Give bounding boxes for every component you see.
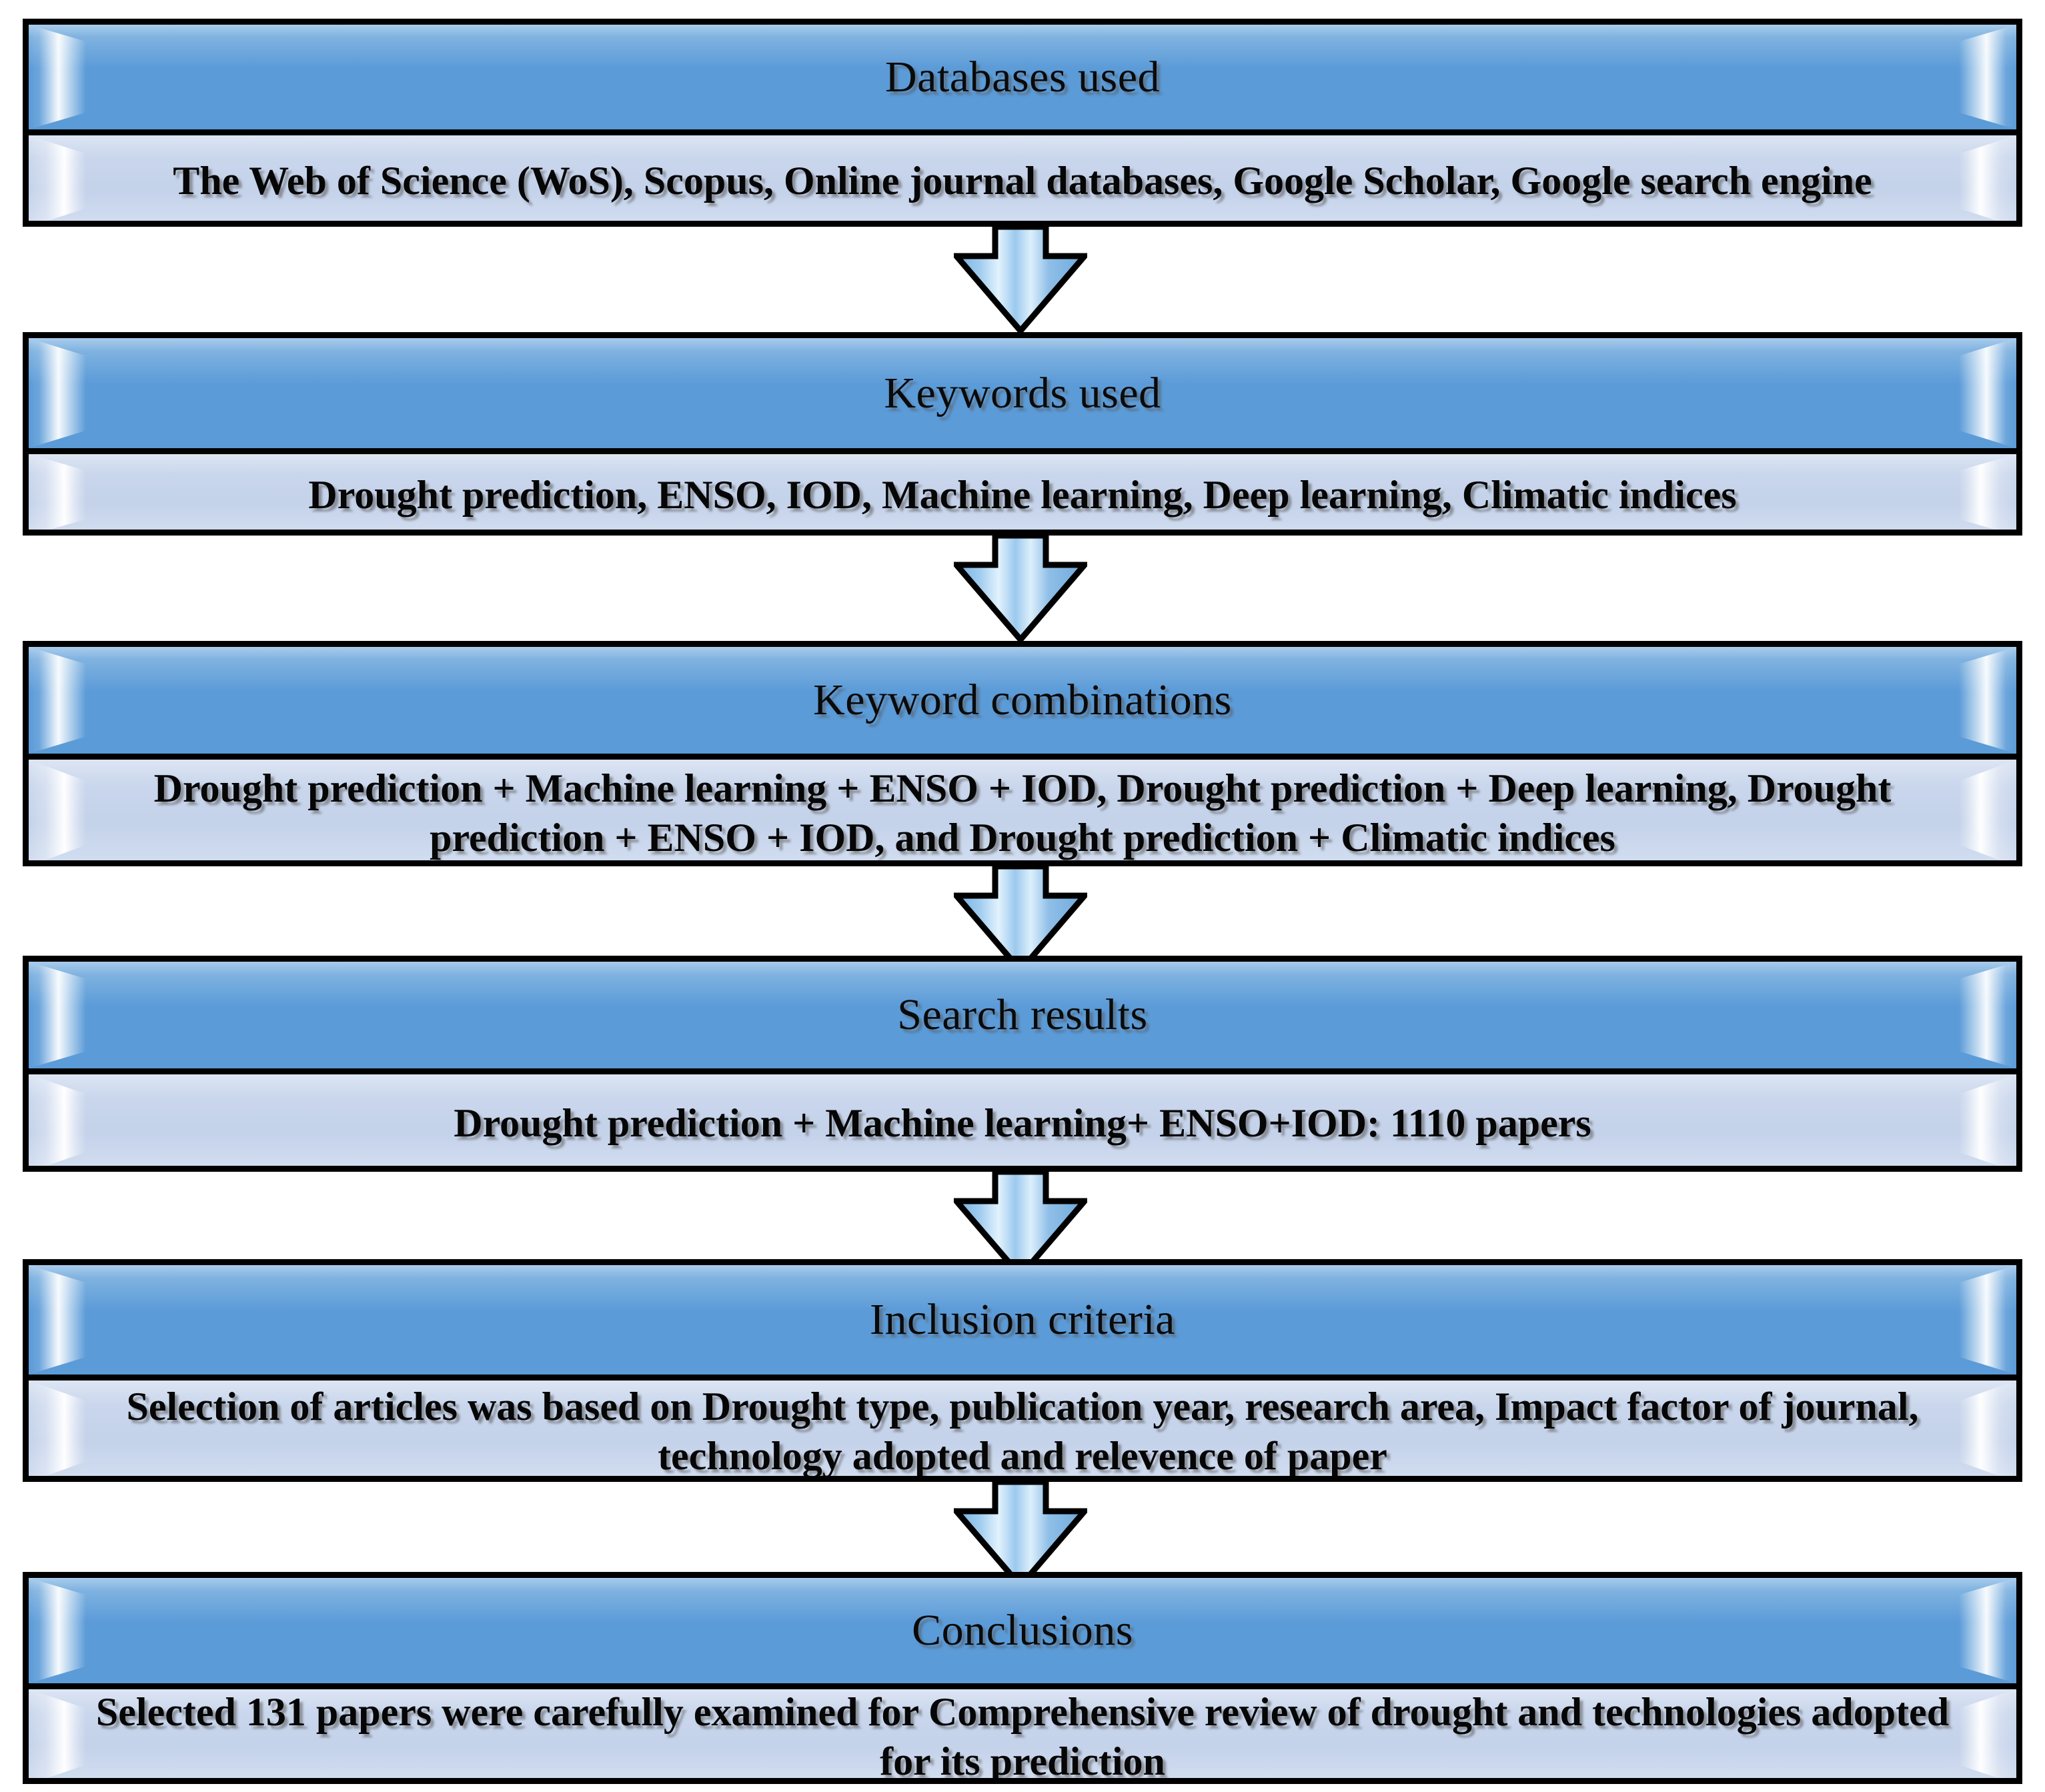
bevel-highlight-right-icon [1959, 338, 2016, 448]
flow-step-inclusion-criteria: Inclusion criteria Selection of articles… [23, 1259, 2022, 1482]
flow-step-databases-used: Databases used The Web of Science (WoS),… [23, 19, 2022, 227]
flow-step-body: Drought prediction + Machine learning + … [29, 760, 2016, 860]
flow-step-description: Drought prediction + Machine learning+ E… [454, 1100, 1591, 1145]
flow-step-keyword-combinations: Keyword combinations Drought prediction … [23, 641, 2022, 866]
flow-step-header: Conclusions [29, 1578, 2016, 1689]
flow-step-description: Drought prediction, ENSO, IOD, Machine l… [308, 472, 1737, 517]
connector-arrow-2 [954, 536, 1087, 642]
bevel-highlight-left-icon [29, 1578, 86, 1683]
connector-arrow-3 [954, 866, 1087, 973]
bevel-highlight-right-icon [1959, 454, 2016, 530]
bevel-highlight-left-icon [29, 1074, 86, 1166]
bevel-highlight-right-icon [1959, 962, 2016, 1068]
bevel-highlight-left-icon [29, 454, 86, 530]
down-arrow-icon [954, 227, 1087, 333]
flow-step-description: The Web of Science (WoS), Scopus, Online… [173, 159, 1872, 203]
flow-step-body: Selected 131 papers were carefully exami… [29, 1689, 2016, 1783]
down-arrow-icon [954, 1482, 1087, 1589]
flow-step-description: Selected 131 papers were carefully exami… [95, 1689, 1950, 1783]
bevel-highlight-left-icon [29, 25, 86, 129]
flow-step-header: Keywords used [29, 338, 2016, 454]
bevel-highlight-right-icon [1959, 1578, 2016, 1683]
flow-step-body: Drought prediction, ENSO, IOD, Machine l… [29, 454, 2016, 530]
flow-step-title: Databases used [884, 52, 1161, 101]
flow-step-title: Search results [897, 990, 1148, 1040]
flow-step-header: Databases used [29, 25, 2016, 135]
bevel-highlight-left-icon [29, 338, 86, 448]
flow-step-body: The Web of Science (WoS), Scopus, Online… [29, 135, 2016, 221]
flow-step-body: Drought prediction + Machine learning+ E… [29, 1074, 2016, 1166]
flow-step-title: Inclusion criteria [870, 1295, 1175, 1345]
flow-step-title: Keyword combinations [813, 676, 1232, 725]
flow-step-body: Selection of articles was based on Droug… [29, 1381, 2016, 1478]
flow-step-header: Search results [29, 962, 2016, 1074]
down-arrow-icon [954, 536, 1087, 642]
connector-arrow-4 [954, 1172, 1087, 1278]
bevel-highlight-left-icon [29, 647, 86, 754]
flow-step-search-results: Search results Drought prediction + Mach… [23, 956, 2022, 1172]
connector-arrow-5 [954, 1482, 1087, 1589]
flow-step-description: Selection of articles was based on Droug… [126, 1384, 1919, 1478]
down-arrow-icon [954, 866, 1087, 973]
flow-step-description: Drought prediction + Machine learning + … [153, 766, 1892, 860]
flow-step-title: Keywords used [884, 368, 1161, 417]
connector-arrow-1 [954, 227, 1087, 333]
bevel-highlight-left-icon [29, 1265, 86, 1375]
bevel-highlight-right-icon [1959, 25, 2016, 129]
bevel-highlight-right-icon [1959, 1265, 2016, 1375]
bevel-highlight-left-icon [29, 962, 86, 1068]
bevel-highlight-right-icon [1959, 647, 2016, 754]
flow-step-header: Keyword combinations [29, 647, 2016, 760]
flow-step-conclusions: Conclusions Selected 131 papers were car… [23, 1572, 2022, 1784]
bevel-highlight-right-icon [1959, 135, 2016, 221]
flow-step-header: Inclusion criteria [29, 1265, 2016, 1381]
down-arrow-icon [954, 1172, 1087, 1278]
bevel-highlight-right-icon [1959, 1074, 2016, 1166]
bevel-highlight-left-icon [29, 135, 86, 221]
flow-step-keywords-used: Keywords used Drought prediction, ENSO, … [23, 332, 2022, 536]
flow-step-title: Conclusions [912, 1606, 1133, 1655]
